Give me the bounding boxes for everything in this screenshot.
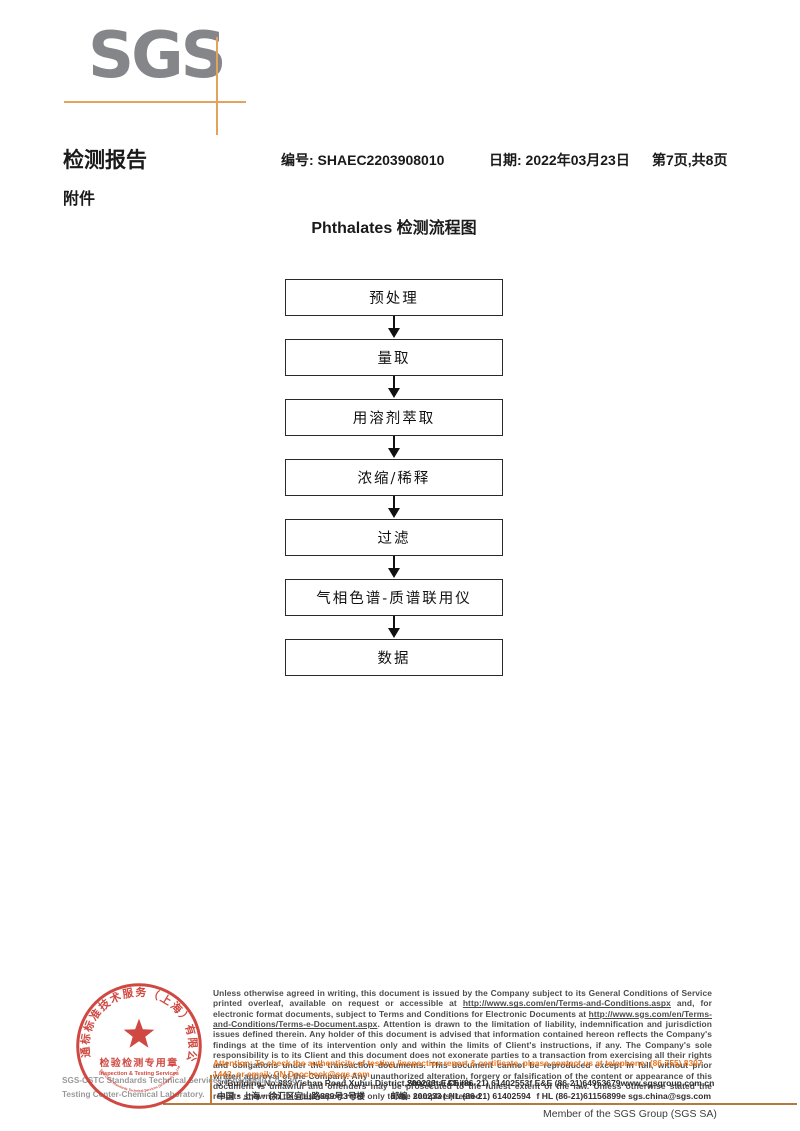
sgs-member-note: Member of the SGS Group (SGS SA)	[543, 1108, 717, 1120]
company-name-line1: SGS-CSTC Standards Technical Services (S…	[62, 1076, 300, 1085]
flow-step-measure: 量取	[285, 339, 503, 376]
page-title: 检测报告	[63, 149, 147, 172]
phone-hl: t HL (86-21) 61402594	[443, 1091, 531, 1102]
stamp-ring-text-cn: 通标标准技术服务（上海）有限公司	[71, 980, 198, 1064]
flow-step-concentrate-dilute: 浓缩/稀释	[285, 459, 503, 496]
postcode-cn: 邮编: 200233	[390, 1091, 442, 1102]
flow-step-data: 数据	[285, 639, 503, 676]
disclaimer-text-2: and, for electronic format documents, su…	[213, 998, 713, 1019]
flow-step-solvent-extraction: 用溶剂萃取	[285, 399, 503, 436]
flowchart: 预处理 量取 用溶剂萃取 浓缩/稀释 过滤 气相色谱-质谱联用仪 数据	[285, 279, 503, 676]
disclaimer-text-1: Unless otherwise agreed in writing, this…	[213, 988, 712, 1009]
arrow-down-icon	[285, 616, 503, 639]
address-en: 3ʳᵈBuilding,No.889 Yishan Road Xuhui Dis…	[217, 1078, 472, 1088]
terms-link[interactable]: http://www.sgs.com/en/Terms-and-Conditio…	[462, 998, 671, 1009]
flow-step-gcms: 气相色谱-质谱联用仪	[285, 579, 503, 616]
logo-crosshair-vertical	[216, 37, 218, 135]
address-cn: 中国・上海・徐汇区宜山路889号3号楼	[217, 1091, 366, 1102]
svg-text:通标标准技术服务（上海）有限公司: 通标标准技术服务（上海）有限公司	[71, 980, 199, 1064]
website-url[interactable]: www.sgsgroup.com.cn	[620, 1078, 715, 1088]
report-date: 日期: 2022年03月23日	[489, 152, 630, 168]
postcode-en: 200233	[407, 1078, 436, 1088]
sgs-logo: SGS	[88, 19, 227, 93]
disclaimer-text-3: . Attention is drawn to the limitation o…	[213, 1018, 712, 1102]
logo-crosshair-horizontal	[64, 101, 246, 103]
attachment-label: 附件	[63, 191, 96, 208]
arrow-down-icon	[285, 376, 503, 399]
page-indicator: 第7页,共8页	[652, 152, 728, 168]
legal-disclaimer: Unless otherwise agreed in writing, this…	[213, 988, 712, 1102]
terms-e-document-link[interactable]: http://www.sgs.com/en/Terms-and-Conditio…	[213, 1008, 712, 1029]
flow-step-filter: 过滤	[285, 519, 503, 556]
company-name-line2: Testing Center-Chemical Laboratory.	[62, 1090, 205, 1100]
arrow-down-icon	[285, 316, 503, 339]
footer-divider-horizontal	[163, 1103, 797, 1105]
report-number: 编号: SHAEC2203908010	[281, 152, 445, 168]
fax-hl: f HL (86-21)61156899	[536, 1091, 621, 1102]
arrow-down-icon	[285, 436, 503, 459]
stamp-seal-subtitle: Inspection & Testing Services	[99, 1071, 179, 1077]
stamp-star-icon	[123, 1018, 155, 1048]
stamp-ring	[76, 983, 202, 1109]
company-name-lines: SGS-CSTC Standards Technical Services (S…	[62, 1074, 299, 1103]
email-address[interactable]: e sgs.china@sgs.com	[620, 1091, 711, 1102]
flowchart-title: Phthalates 检测流程图	[311, 220, 477, 237]
flow-step-pretreatment: 预处理	[285, 279, 503, 316]
stamp-seal-title: 检验检测专用章	[99, 1056, 178, 1069]
arrow-down-icon	[285, 496, 503, 519]
phone-ee: t E&E (86-21) 61402553	[435, 1078, 530, 1088]
inspection-stamp-seal: 通标标准技术服务（上海）有限公司 SGS-CSTC Standards Tech…	[71, 980, 202, 1109]
arrow-down-icon	[285, 556, 503, 579]
address-divider-vertical	[210, 1075, 212, 1105]
address-row-en: 3ʳᵈBuilding,No.889 Yishan Road Xuhui Dis…	[217, 1077, 714, 1090]
address-block: 3ʳᵈBuilding,No.889 Yishan Road Xuhui Dis…	[217, 1077, 714, 1104]
address-row-cn: 中国・上海・徐汇区宜山路889号3号楼 邮编: 200233 t HL (86-…	[217, 1090, 711, 1103]
fax-ee: f E&E (86-21)64953679	[529, 1078, 621, 1088]
attention-notice: Attention: To check the authenticity of …	[213, 1058, 703, 1079]
